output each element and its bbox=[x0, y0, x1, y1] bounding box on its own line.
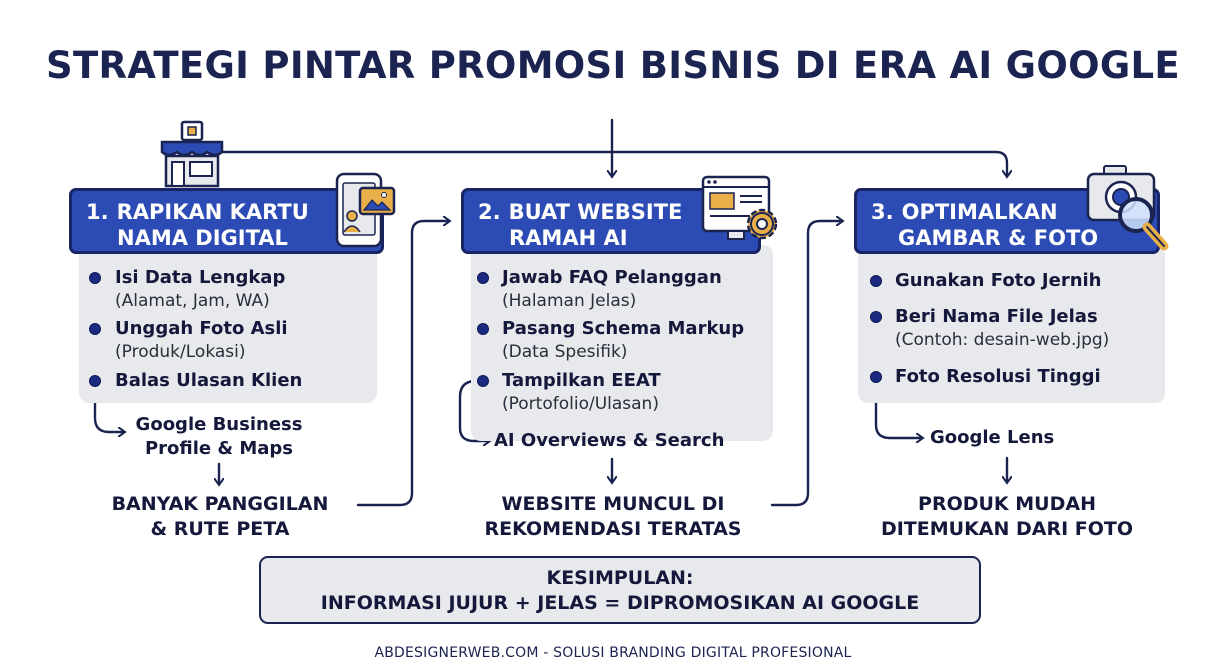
arrow-step3-channel bbox=[874, 277, 922, 438]
bullet-sub: (Data Spesifik) bbox=[502, 342, 628, 362]
step2-bullet-dot-2 bbox=[477, 323, 489, 335]
step1-result-line1: BANYAK PANGGILAN bbox=[111, 493, 329, 515]
step2-bullet-1: Jawab FAQ Pelanggan (Halaman Jelas) bbox=[502, 266, 722, 312]
camera-magnifier-icon bbox=[1086, 165, 1169, 251]
step1-channel-line1: Google Business bbox=[135, 414, 303, 435]
step1-header: 1. RAPIKAN KARTU NAMA DIGITAL bbox=[69, 188, 384, 254]
step2-channel: AI Overviews & Search bbox=[494, 429, 744, 453]
conclusion-line1: KESIMPULAN: bbox=[546, 567, 694, 589]
arrow-step1-channel bbox=[93, 277, 124, 432]
bullet-text: Gunakan Foto Jernih bbox=[895, 270, 1102, 291]
arrow-step2-to-step3 bbox=[770, 221, 842, 507]
conclusion-line2: INFORMASI JUJUR + JELAS = DIPROMOSIKAN A… bbox=[320, 592, 920, 614]
arrow-step1-to-step2 bbox=[356, 221, 449, 507]
step1-panel bbox=[79, 245, 377, 403]
step2-bullet-3: Tampilkan EEAT (Portofolio/Ulasan) bbox=[502, 369, 661, 415]
step1-number: 1. bbox=[86, 200, 109, 224]
step3-bullet-dot-2 bbox=[870, 311, 882, 323]
step2-bullet-dot-1 bbox=[477, 272, 489, 284]
step3-bullet-dot-1 bbox=[870, 275, 882, 287]
step3-channel-line1: Google Lens bbox=[930, 427, 1055, 448]
conclusion-box: KESIMPULAN: INFORMASI JUJUR + JELAS = DI… bbox=[259, 556, 981, 624]
step1-bullet-dot-3 bbox=[89, 375, 101, 387]
step2-panel bbox=[471, 245, 773, 441]
bullet-text: Pasang Schema Markup bbox=[502, 318, 745, 339]
step2-result-line2: REKOMENDASI TERATAS bbox=[484, 518, 742, 540]
bullet-sub: (Halaman Jelas) bbox=[502, 291, 637, 311]
step3-bullet-3: Foto Resolusi Tinggi bbox=[895, 365, 1101, 389]
step1-result: BANYAK PANGGILAN & RUTE PETA bbox=[90, 492, 350, 542]
step3-result-line2: DITEMUKAN DARI FOTO bbox=[880, 518, 1134, 540]
step2-result: WEBSITE MUNCUL DI REKOMENDASI TERATAS bbox=[472, 492, 754, 542]
footer-text: ABDESIGNERWEB.COM - SOLUSI BRANDING DIGI… bbox=[374, 645, 852, 661]
step1-channel: Google Business Profile & Maps bbox=[126, 413, 312, 461]
bullet-text: Tampilkan EEAT bbox=[502, 370, 661, 391]
step3-number: 3. bbox=[871, 200, 894, 224]
page-title: STRATEGI PINTAR PROMOSI BISNIS DI ERA AI… bbox=[46, 44, 1180, 87]
step1-channel-line2: Profile & Maps bbox=[144, 438, 294, 459]
arrow-top-to-step3 bbox=[220, 150, 1007, 176]
bullet-text: Unggah Foto Asli bbox=[115, 318, 288, 339]
step3-result-line1: PRODUK MUDAH bbox=[918, 493, 1096, 515]
smartphone-profile-icon bbox=[335, 172, 396, 248]
website-settings-icon bbox=[701, 175, 778, 240]
step1-bullet-dot-1 bbox=[89, 272, 101, 284]
store-icon bbox=[160, 120, 224, 188]
step3-channel: Google Lens bbox=[930, 426, 1090, 450]
bullet-text: Jawab FAQ Pelanggan bbox=[502, 267, 722, 288]
step1-title-line1: RAPIKAN KARTU bbox=[116, 200, 309, 224]
step2-result-line1: WEBSITE MUNCUL DI bbox=[501, 493, 725, 515]
step3-bullet-2: Beri Nama File Jelas (Contoh: desain-web… bbox=[895, 305, 1109, 351]
bullet-sub: (Portofolio/Ulasan) bbox=[502, 394, 659, 414]
step2-bullet-2: Pasang Schema Markup (Data Spesifik) bbox=[502, 317, 744, 363]
step2-title-line1: BUAT WEBSITE bbox=[508, 200, 683, 224]
bullet-sub: (Alamat, Jam, WA) bbox=[115, 291, 270, 311]
step3-bullet-dot-3 bbox=[870, 371, 882, 383]
step2-channel-line1: AI Overviews & Search bbox=[494, 430, 725, 451]
bullet-sub: (Produk/Lokasi) bbox=[115, 342, 246, 362]
step3-title-line2: GAMBAR & FOTO bbox=[898, 226, 1099, 250]
bullet-sub: (Contoh: desain-web.jpg) bbox=[895, 330, 1110, 350]
step3-title-line1: OPTIMALKAN bbox=[901, 200, 1058, 224]
bullet-text: Foto Resolusi Tinggi bbox=[895, 366, 1101, 387]
bullet-text: Beri Nama File Jelas bbox=[895, 306, 1098, 327]
step2-title-line2: RAMAH AI bbox=[509, 226, 628, 250]
bullet-text: Balas Ulasan Klien bbox=[115, 370, 303, 391]
step1-title-line2: NAMA DIGITAL bbox=[117, 226, 288, 250]
step3-panel bbox=[858, 245, 1165, 403]
step1-bullet-dot-2 bbox=[89, 323, 101, 335]
step2-number: 2. bbox=[478, 200, 501, 224]
step1-bullet-1: Isi Data Lengkap (Alamat, Jam, WA) bbox=[115, 266, 285, 312]
step1-bullet-2: Unggah Foto Asli (Produk/Lokasi) bbox=[115, 317, 288, 363]
step1-result-line2: & RUTE PETA bbox=[150, 518, 290, 540]
step2-bullet-dot-3 bbox=[477, 375, 489, 387]
step3-result: PRODUK MUDAH DITEMUKAN DARI FOTO bbox=[858, 492, 1156, 542]
step3-bullet-1: Gunakan Foto Jernih bbox=[895, 269, 1102, 293]
arrow-step2-channel bbox=[458, 379, 489, 441]
step1-bullet-3: Balas Ulasan Klien bbox=[115, 369, 302, 393]
bullet-text: Isi Data Lengkap bbox=[115, 267, 286, 288]
